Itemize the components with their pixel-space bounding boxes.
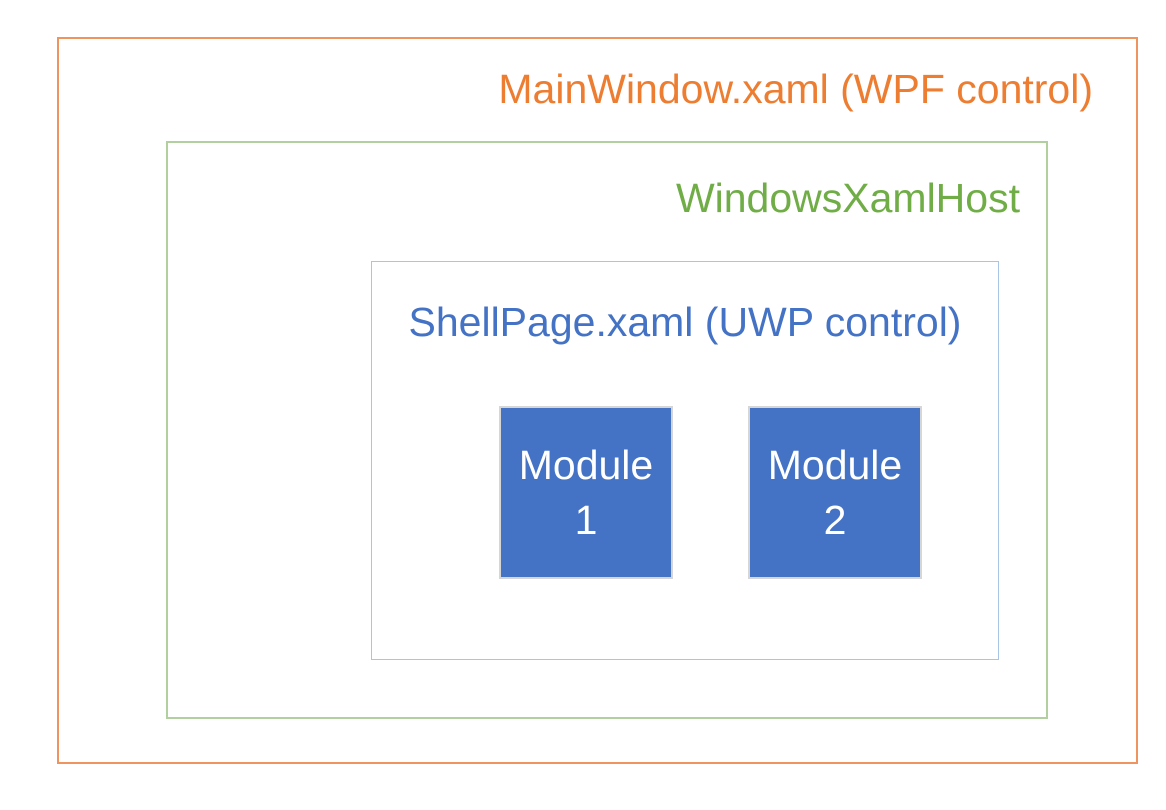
module-1-label-line1: Module [518,442,654,489]
module-1-box: Module 1 [499,406,673,579]
mainwindow-wpf-box: MainWindow.xaml (WPF control) WindowsXam… [57,37,1138,764]
module-2-label-line2: 2 [823,496,847,543]
module-2-box: Module 2 [748,406,922,579]
windows-xaml-host-label: WindowsXamlHost [675,175,1020,221]
windows-xaml-host-box: WindowsXamlHost ShellPage.xaml (UWP cont… [166,141,1048,719]
module-2-label-line1: Module [767,442,903,489]
shellpage-uwp-box: ShellPage.xaml (UWP control) Module 1 Mo… [371,261,999,660]
module-1-label-line2: 1 [574,496,598,543]
mainwindow-wpf-label: MainWindow.xaml (WPF control) [498,66,1093,112]
shellpage-uwp-label: ShellPage.xaml (UWP control) [408,299,962,345]
